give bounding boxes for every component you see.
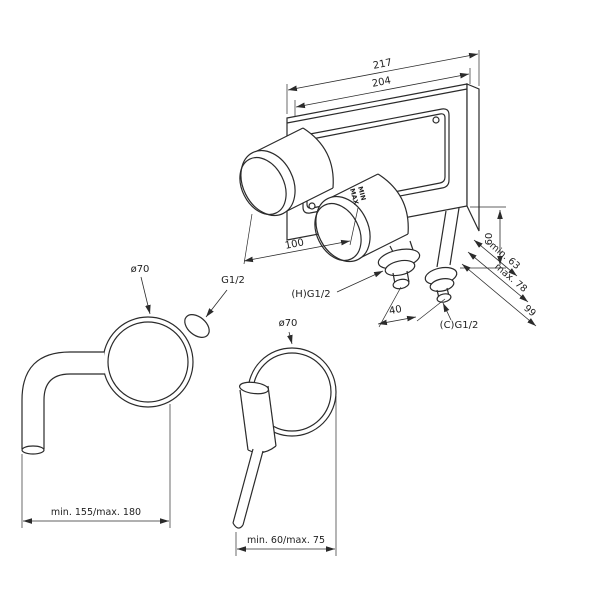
cartridge-a-side [282,187,334,214]
handle-lever-tip [232,522,244,529]
extension-line [243,213,253,265]
handle-sleeve-top-cap [238,381,270,395]
assembly-view: MAX MIN 217 204 100 40 [239,50,538,331]
min-marking-label: MIN [356,185,367,201]
dim-60-label: 60 [484,233,495,246]
handle-diameter-leader [287,331,293,345]
spout-port-label: G1/2 [221,275,245,286]
cold-pipe-line [449,207,460,266]
handle-lever-fill [233,449,263,529]
cold-port-label: (C)G1/2 [440,320,479,331]
extension-line [416,298,446,322]
hot-outlet-neck [409,240,414,251]
handle-side-view: ø70 min. 60/max. 75 [232,318,337,556]
dimension-line-204 [295,72,470,109]
screw-hole-right [432,116,440,124]
spout-side-view: ø70 G1/2 min. 155/max. 180 [21,264,245,528]
hot-outlet-end [392,278,410,290]
dim-204-label: 204 [371,75,392,89]
cartridge-a-face [240,150,296,216]
cartridge-a-back-rim [302,127,334,189]
cartridge-b-back-rim [377,173,409,235]
dimension-line-99 [461,263,537,327]
dimension-line-100 [243,239,351,263]
dim-99-label: 99 [521,303,537,319]
spout-flange-outer [102,316,194,408]
spout-flange-inner [107,321,189,403]
dim-217-label: 217 [372,57,393,71]
dim-100-label: 100 [284,237,305,251]
spout-outlet-end [21,445,45,455]
handle-flange-diameter-label: ø70 [279,318,298,329]
dimension-line-40 [377,315,417,326]
cartridge-b-side [327,173,379,200]
dim-40-label: 40 [388,304,403,317]
cold-port-leader [442,302,452,321]
handle-lever-side [232,448,254,524]
spout-tube-outer-line [21,351,104,449]
spout-reach-label: min. 155/max. 180 [51,507,141,518]
spout-flange-diameter-label: ø70 [131,264,150,275]
spout-diameter-leader [140,276,151,315]
cartridge-a-side [252,127,304,154]
handle-lever-side [242,450,264,526]
hot-port-leader [336,270,384,293]
spout-tube-inner-line [43,373,105,449]
handle-sleeve-fill [240,386,276,453]
screw-hole-left [308,202,316,210]
spout-tube-fill [22,352,105,449]
cold-outlet-collar [429,278,455,292]
cartridge-b-side [357,233,409,260]
handle-sleeve-side [239,389,249,451]
handle-sleeve-side [267,385,277,447]
spout-inlet-stub [184,314,210,338]
hot-port-label: (H)G1/2 [291,289,330,300]
hot-outlet-stub [406,270,410,283]
spout-port-leader [205,289,228,318]
extension-line [349,207,359,246]
cold-outlet-end [436,293,452,303]
mounting-plate-side [466,83,480,232]
cartridge-a-face-ring [239,156,287,216]
cold-pipe-line [436,210,447,268]
handle-projection-label: min. 60/max. 75 [247,535,325,546]
